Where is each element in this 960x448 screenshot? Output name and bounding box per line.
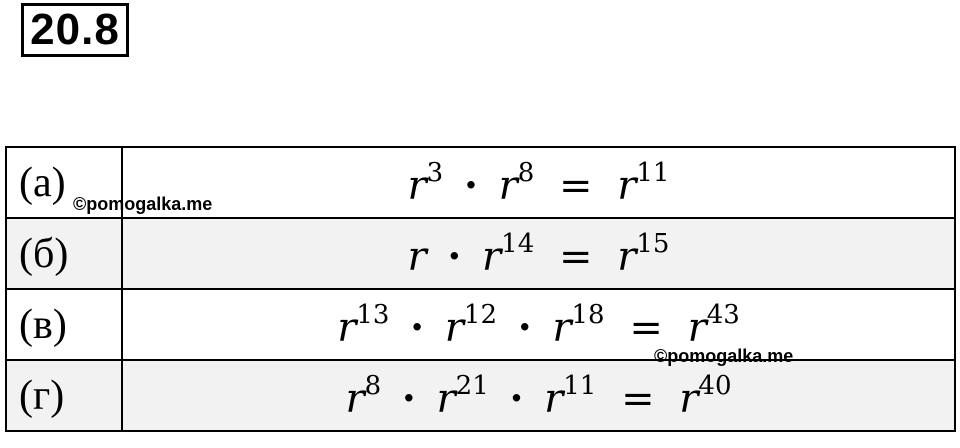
- term-exponent: 8: [364, 370, 382, 401]
- row-label-d: (г): [19, 372, 65, 419]
- multiply-operator: ·: [509, 374, 524, 422]
- equals-operator: =: [621, 375, 655, 422]
- equation-cell: r8 · r21 · r11 = r40: [121, 359, 956, 432]
- answers-table: (а) r3 · r8 = r11 (б) r · r14: [5, 146, 956, 432]
- term-base: r: [345, 375, 365, 422]
- equation-a: r3 · r8 = r11: [408, 160, 670, 206]
- equation-cell: r · r14 = r15: [121, 217, 956, 290]
- equals-operator: =: [629, 304, 663, 351]
- label-cell: (а): [5, 146, 123, 219]
- table-row-b: (б) r · r14 = r15: [5, 217, 956, 290]
- term-base: r: [407, 162, 427, 209]
- table-row-a: (а) r3 · r8 = r11: [5, 146, 956, 219]
- term-base: r: [498, 162, 518, 209]
- problem-number-box: 20.8: [21, 3, 129, 57]
- result-base: r: [687, 304, 707, 351]
- term-exponent: 3: [426, 157, 444, 188]
- term-exponent: 8: [517, 157, 535, 188]
- term-exponent: 21: [455, 370, 489, 401]
- label-cell: (в): [5, 288, 123, 361]
- term-base: r: [436, 375, 456, 422]
- result-base: r: [617, 162, 637, 209]
- result-base: r: [617, 233, 637, 280]
- multiply-operator: ·: [401, 374, 416, 422]
- result-exponent: 11: [636, 157, 670, 188]
- result-exponent: 40: [698, 370, 732, 401]
- equation-cell: r13 · r12 · r18 = r43: [121, 288, 956, 361]
- problem-number: 20.8: [30, 5, 120, 54]
- multiply-operator: ·: [447, 232, 462, 280]
- multiply-operator: ·: [410, 303, 425, 351]
- term-base: r: [444, 304, 464, 351]
- watermark: ©pomogalka.me: [654, 346, 794, 366]
- table-row-d: (г) r8 · r21 · r11 = r40: [5, 359, 956, 432]
- term-exponent: 12: [463, 299, 498, 330]
- equation-b: r · r14 = r15: [408, 231, 670, 277]
- multiply-operator: ·: [463, 161, 478, 209]
- multiply-operator: ·: [517, 303, 532, 351]
- row-label-c: (в): [19, 301, 67, 348]
- label-cell: (б): [5, 217, 123, 290]
- table-row-c: (в) r13 · r12 · r18 = r43: [5, 288, 956, 361]
- term-base: r: [407, 233, 427, 280]
- term-exponent: 11: [563, 370, 597, 401]
- row-label-b: (б): [19, 230, 69, 277]
- term-base: r: [482, 233, 502, 280]
- term-exponent: 13: [356, 299, 390, 330]
- equation-d: r8 · r21 · r11 = r40: [345, 373, 731, 419]
- result-base: r: [679, 375, 699, 422]
- term-exponent: 14: [501, 228, 535, 259]
- equals-operator: =: [558, 162, 593, 209]
- equation-c: r13 · r12 · r18 = r43: [337, 302, 740, 348]
- term-base: r: [337, 304, 357, 351]
- watermark: ©pomogalka.me: [73, 194, 213, 214]
- label-cell: (г): [5, 359, 123, 432]
- result-exponent: 43: [706, 299, 740, 330]
- result-exponent: 15: [636, 228, 670, 259]
- equation-cell: r3 · r8 = r11: [121, 146, 956, 219]
- equals-operator: =: [558, 233, 593, 280]
- row-label-a: (а): [19, 159, 66, 206]
- term-base: r: [552, 304, 572, 351]
- term-base: r: [544, 375, 564, 422]
- term-exponent: 18: [571, 299, 605, 330]
